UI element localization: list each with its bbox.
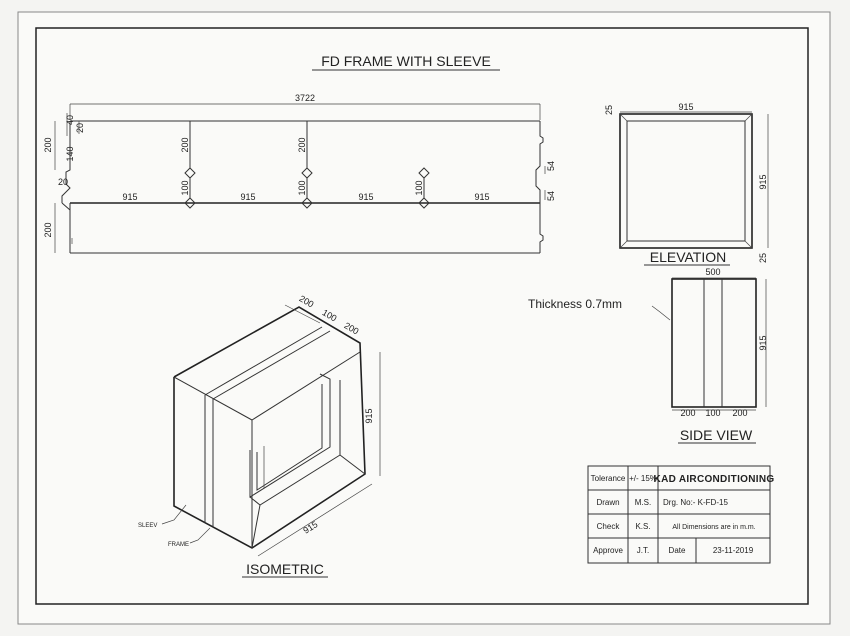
inner-border bbox=[35, 27, 809, 605]
dim-seg3: 915 bbox=[358, 192, 373, 202]
tb-approved-by: J.T. bbox=[637, 546, 649, 555]
tb-date-value: 23-11-2019 bbox=[713, 546, 754, 555]
elev-top-dim: 25 bbox=[604, 105, 614, 115]
dim-seg1: 915 bbox=[122, 192, 137, 202]
dim-notch-top: 54 bbox=[546, 161, 556, 171]
tb-drawn-by: M.S. bbox=[635, 498, 651, 507]
dim-20b: 20 bbox=[58, 177, 68, 187]
sleeve-callout: SLEEV bbox=[138, 523, 157, 529]
dim-v100-b: 100 bbox=[297, 180, 307, 195]
elev-bottom-dim: 25 bbox=[758, 253, 768, 263]
side-dim-c: 200 bbox=[732, 408, 747, 418]
dim-v100-c: 100 bbox=[414, 180, 424, 195]
tb-company: KAD AIRCONDITIONING bbox=[654, 474, 775, 485]
dim-notch-bottom: 54 bbox=[546, 191, 556, 201]
elevation-label: ELEVATION bbox=[650, 249, 727, 265]
title-block: Tolerance +/- 15% KAD AIRCONDITIONING Dr… bbox=[587, 465, 775, 564]
tb-check-label: Check bbox=[597, 522, 621, 531]
flat-development: 3722 200 40 20 140 20 200 bbox=[43, 93, 556, 254]
dim-v100-a: 100 bbox=[180, 180, 190, 195]
dim-140: 140 bbox=[65, 146, 75, 161]
tb-tolerance-label: Tolerance bbox=[591, 474, 626, 483]
dim-seg4: 915 bbox=[474, 192, 489, 202]
tb-dimensions-note: All Dimensions are in m.m. bbox=[672, 524, 755, 531]
elev-height: 915 bbox=[758, 174, 768, 189]
dim-seg2: 915 bbox=[240, 192, 255, 202]
tb-drawn-label: Drawn bbox=[596, 498, 619, 507]
dim-200-left: 200 bbox=[43, 137, 53, 152]
side-view: 500 Thickness 0.7mm 915 200 100 200 SIDE… bbox=[528, 267, 768, 444]
iso-height: 915 bbox=[364, 408, 374, 423]
thickness-note: Thickness 0.7mm bbox=[528, 297, 622, 311]
elevation-view: 915 25 915 25 ELEVATION bbox=[604, 102, 769, 266]
side-view-label: SIDE VIEW bbox=[680, 427, 753, 443]
tb-date-label: Date bbox=[669, 546, 686, 555]
side-width: 500 bbox=[705, 267, 720, 277]
tb-drawing-number: Drg. No:- K-FD-15 bbox=[663, 498, 728, 507]
tb-approve-label: Approve bbox=[593, 546, 623, 555]
dim-overall-length: 3722 bbox=[295, 93, 315, 103]
dim-40: 40 bbox=[65, 115, 75, 125]
dim-20a: 20 bbox=[75, 123, 85, 133]
frame-callout: FRAME bbox=[168, 542, 189, 548]
tb-checked-by: K.S. bbox=[635, 522, 650, 531]
elev-width: 915 bbox=[678, 102, 693, 112]
side-dim-a: 200 bbox=[680, 408, 695, 418]
dim-200-lower: 200 bbox=[43, 222, 53, 237]
drawing-title: FD FRAME WITH SLEEVE bbox=[321, 53, 491, 69]
dim-v200-a: 200 bbox=[180, 137, 190, 152]
dim-v200-b: 200 bbox=[297, 137, 307, 152]
isometric-view: 200 100 200 915 915 SLEEV FRAME ISOMETRI… bbox=[138, 293, 381, 578]
side-dim-b: 100 bbox=[705, 408, 720, 418]
isometric-label: ISOMETRIC bbox=[246, 561, 324, 577]
tb-tolerance-value: +/- 15% bbox=[629, 474, 657, 483]
side-height: 915 bbox=[758, 335, 768, 350]
